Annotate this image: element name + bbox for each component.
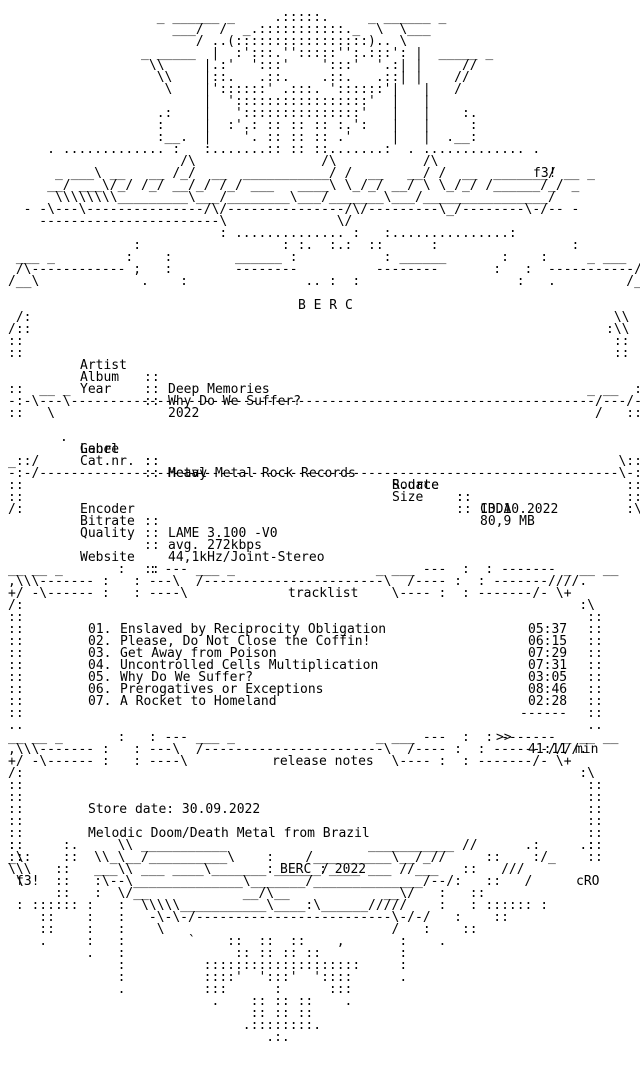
encoder-value: LAME 3.100 -V0 (168, 526, 278, 541)
right-border-art: \\ :\\ :: :: (606, 310, 630, 361)
separator: :: (456, 502, 472, 517)
details-frame-bottom-art: _::/ \::_ -:-/--------------------------… (8, 454, 640, 517)
separator: :: (456, 490, 472, 505)
footer-frame-art: :. :. \\ ___________ ___________ // .: .… (8, 838, 595, 1045)
track-number: 06. (88, 682, 112, 697)
label-label: Label (80, 442, 120, 457)
description-row: Melodic Doom/Death Metal from Brazil (8, 816, 370, 840)
source-value: CDDA (480, 502, 512, 517)
website-row: Website :: (8, 540, 160, 576)
label-row: Label :: Heavy Metal Rock Records R.date… (8, 432, 558, 516)
track-number: 04. (88, 658, 112, 673)
rdate-value: 13.10.2022 (480, 502, 559, 517)
artist-value: Deep Memories (168, 382, 270, 397)
separator: :: (144, 526, 160, 541)
track-number: 05. (88, 670, 112, 685)
signature-bottom-right: cRO (576, 874, 600, 889)
release-description: Melodic Doom/Death Metal from Brazil (88, 826, 370, 841)
footer-group-year: BERC : 2022 (280, 862, 367, 877)
track-number: 02. (88, 634, 112, 649)
separator: :: (144, 382, 160, 397)
track-duration: 08:46 (528, 682, 568, 697)
year-label: Year (80, 382, 112, 397)
details-frame-top-art: :: __ _ _ __ :: -:-\---\----------------… (8, 382, 640, 421)
separator: :: (456, 490, 472, 505)
artist-row: Artist :: Deep Memories (8, 348, 270, 396)
track-title: Please, Do Not Close the Coffin! (120, 634, 371, 649)
tracklist-side-art: :: :: :: :: :: (8, 610, 603, 733)
encoder-label: Encoder (80, 502, 135, 517)
separator: :: (144, 466, 160, 481)
group-name: B E R C (298, 298, 353, 313)
catnr-row: Cat.nr. :: Size :: 80,9 MB (8, 444, 535, 528)
total-rule: ------ (520, 706, 567, 721)
signature-bottom-left: f3! (16, 874, 40, 889)
track-title: Prerogatives or Exceptions (120, 682, 324, 697)
genre-value: Metal (168, 466, 208, 481)
size-value: 80,9 MB (480, 514, 535, 529)
track-duration: 07:31 (528, 658, 568, 673)
year-value: 2022 (168, 406, 200, 421)
total-prefix: >> (496, 730, 512, 745)
track-number: 03. (88, 646, 112, 661)
quality-label: Quality (80, 526, 135, 541)
store-date: Store date: 30.09.2022 (88, 802, 261, 817)
separator: :: (144, 370, 160, 385)
track-title: A Rocket to Homeland (120, 694, 277, 709)
left-border-art: /: /:: :: :: (8, 310, 32, 361)
bitrate-value: avg. 272kbps (168, 538, 262, 553)
track-duration: 06:15 (528, 634, 568, 649)
track-title: Get Away from Poison (120, 646, 277, 661)
source-label: Source (392, 478, 439, 493)
track-title: Enslaved by Reciprocity Obligation (120, 622, 387, 637)
separator: :: (144, 394, 160, 409)
track-number: 07. (88, 694, 112, 709)
total-row: >> 41:11 min (8, 720, 598, 756)
encoder-row: Encoder :: LAME 3.100 -V0 (8, 492, 278, 540)
skull-logo-art: _ ______ _ .:::::. _ ______ _ ___/ / _.:… (47, 10, 541, 157)
separator: :: (144, 514, 160, 529)
track-title: Why Do We Suffer? (120, 670, 254, 685)
album-value: Why Do We Suffer? (168, 394, 302, 409)
separator: :: (144, 454, 160, 469)
track-duration: 07:29 (528, 646, 568, 661)
album-label: Album (80, 370, 120, 385)
track-number: 01. (88, 622, 112, 637)
catnr-label: Cat.nr. (80, 454, 135, 469)
separator: :: (144, 538, 160, 553)
website-label: Website (80, 550, 135, 565)
notes-title: release notes (272, 754, 374, 769)
tracklist-title: tracklist (288, 586, 359, 601)
total-time: 41:11 min (528, 742, 599, 757)
signature-top: f3! (533, 166, 557, 181)
album-row: Album :: Why Do We Suffer? (8, 360, 301, 408)
notes-frame-top-art: __ __ _ : : --- ___ _ _ ___ --- : : ----… (8, 730, 619, 865)
year-row: Year :: 2022 (8, 372, 199, 420)
separator: :: (144, 562, 160, 577)
track-duration: 03:05 (528, 670, 568, 685)
bitrate-row: Bitrate :: avg. 272kbps (8, 504, 262, 552)
rdate-label: R.date (392, 478, 439, 493)
store-date-row: Store date: 30.09.2022 (8, 792, 260, 816)
track-title: Uncontrolled Cells Multiplication (120, 658, 379, 673)
size-label: Size (392, 490, 424, 505)
nfo-document: _ ______ _ .:::::. _ ______ _ ___/ / _.:… (8, 10, 640, 1060)
quality-value: 44,1kHz/Joint-Stereo (168, 550, 325, 565)
artist-label: Artist (80, 358, 127, 373)
tracklist-frame-top-art: __ __ _ : : --- ___ _ _ ___ --- : : ----… (8, 562, 619, 613)
title-bar-art: /\ /\ /\ _ ___\ __ __ /_/ __ ___________… (23, 154, 595, 241)
genre-label: Genre (80, 442, 120, 457)
header-frame-art: : : :. :.: :: : : ___ _ : : ______ : : _… (8, 238, 640, 289)
track-duration: 02:28 (528, 694, 568, 709)
genre-row: . Genre :: Metal Source :: CDDA (60, 430, 512, 517)
track-duration: 05:37 (528, 622, 568, 637)
bitrate-label: Bitrate (80, 514, 135, 529)
label-value: Heavy Metal Rock Records (168, 466, 356, 481)
separator: :: (144, 454, 160, 469)
quality-row: Quality :: 44,1kHz/Joint-Stereo (8, 516, 325, 564)
